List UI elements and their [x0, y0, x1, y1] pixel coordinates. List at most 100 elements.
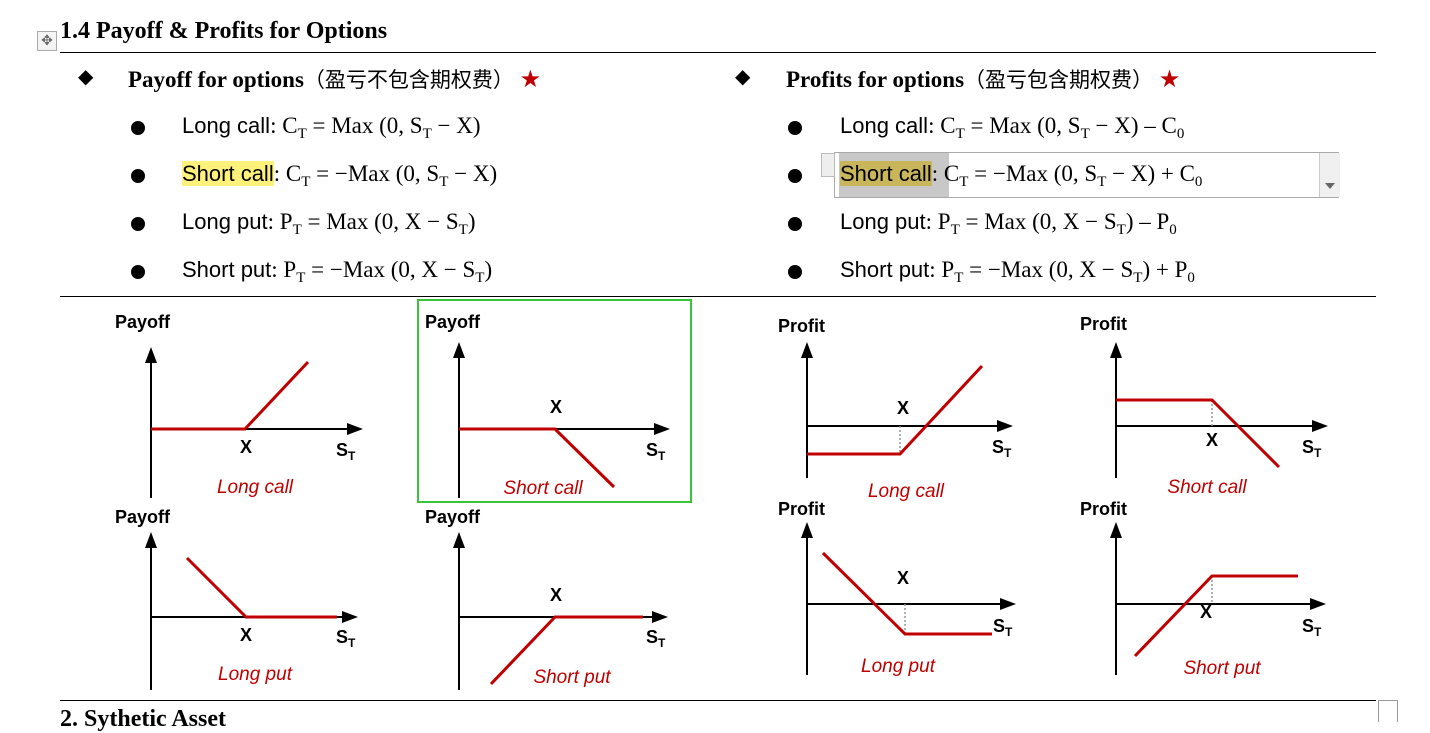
option-label: Long put	[840, 209, 926, 234]
strike-label: X	[1200, 602, 1212, 622]
option-label: Long put	[182, 209, 268, 234]
divider	[60, 296, 1376, 297]
payoff-title-cn: （盈亏不包含期权费）	[303, 68, 514, 92]
bullet-dot-icon	[788, 121, 802, 135]
st-label: ST	[646, 627, 666, 650]
strike-label: X	[240, 437, 252, 457]
star-icon: ★	[519, 65, 542, 93]
right-formula-item: Short call: CT = −Max (0, ST − X) + C0	[840, 161, 1203, 190]
right-formula-item: Long put: PT = Max (0, X − ST) – P0	[840, 209, 1177, 238]
option-label: Long call	[182, 113, 271, 138]
diamond-bullet-icon: ◆	[78, 64, 94, 88]
heading-rule	[60, 52, 1376, 53]
y-axis-title: Payoff	[115, 507, 171, 527]
option-label: Short put	[840, 257, 930, 282]
payoff-line	[185, 556, 337, 619]
formula: : CT = −Max (0, ST − X) + C0	[931, 161, 1203, 190]
left-formula-item: Short call: CT = −Max (0, ST − X)	[182, 161, 498, 190]
bullet-dot-icon	[131, 265, 145, 279]
formula: : PT = Max (0, X − ST)	[267, 209, 476, 238]
formula: : CT = Max (0, ST − X)	[270, 113, 481, 142]
page-corner	[1378, 700, 1398, 722]
left-formula-item: Long call: CT = Max (0, ST − X)	[182, 113, 481, 142]
payoff-line	[807, 364, 984, 456]
strike-label: X	[550, 585, 562, 605]
diagram-caption: Short call	[503, 478, 583, 499]
st-label: ST	[993, 616, 1013, 639]
bullet-dot-icon	[788, 265, 802, 279]
option-label: Short put	[182, 257, 272, 282]
payoff-line	[821, 551, 992, 636]
option-label: Long call	[840, 113, 929, 138]
next-section-heading: 2. Sythetic Asset	[60, 706, 226, 732]
st-label: ST	[336, 627, 356, 650]
payoff-line	[489, 615, 643, 686]
bullet-dot-icon	[131, 121, 145, 135]
bullet-dot-icon	[788, 169, 802, 183]
left-formula-item: Long put: PT = Max (0, X − ST)	[182, 209, 476, 238]
payoff-section-title: Payoff for options（盈亏不包含期权费） ★	[128, 64, 541, 94]
right-formula-item: Short put: PT = −Max (0, X − ST) + P0	[840, 257, 1195, 286]
y-axis-title: Payoff	[425, 507, 481, 527]
star-icon: ★	[1158, 65, 1181, 93]
formula: : PT = Max (0, X − ST) – P0	[925, 209, 1177, 238]
payoff-title-text: Payoff for options	[128, 67, 304, 92]
strike-label: X	[550, 397, 562, 417]
option-label: Short call	[182, 161, 274, 186]
y-axis-title: Profit	[778, 316, 825, 336]
bottom-rule	[60, 700, 1376, 701]
payoff-line	[151, 360, 310, 431]
strike-label: X	[897, 398, 909, 418]
diagram-caption: Short call	[1167, 477, 1247, 498]
bullet-dot-icon	[788, 217, 802, 231]
content-control-dropdown-icon[interactable]	[1319, 153, 1340, 197]
st-label: ST	[992, 437, 1012, 460]
bullet-dot-icon	[131, 217, 145, 231]
diagram-caption: Short put	[533, 667, 611, 688]
y-axis-title: Profit	[778, 499, 825, 519]
content-control-grip-icon[interactable]	[821, 153, 835, 177]
y-axis-title: Payoff	[115, 312, 171, 332]
formula: : CT = −Max (0, ST − X)	[273, 161, 498, 190]
y-axis-title: Profit	[1080, 499, 1127, 519]
y-axis-title: Payoff	[425, 312, 481, 332]
payoff-line	[1133, 574, 1298, 658]
table-move-handle-icon[interactable]: ✥	[37, 31, 57, 51]
diagram-caption: Short put	[1183, 658, 1261, 679]
diamond-bullet-icon: ◆	[735, 64, 751, 88]
selected-chart-frame[interactable]	[417, 299, 692, 503]
diagram-caption: Long put	[218, 664, 293, 685]
bullet-dot-icon	[131, 169, 145, 183]
strike-label: X	[1206, 430, 1218, 450]
st-label: ST	[336, 440, 356, 463]
profit-title-cn: （盈亏包含期权费）	[964, 68, 1154, 92]
profit-title-text: Profits for options	[786, 67, 965, 92]
diagram-caption: Long call	[868, 481, 945, 502]
option-label: Short call	[840, 161, 932, 186]
right-formula-item: Long call: CT = Max (0, ST − X) – C0	[840, 113, 1185, 142]
st-label: ST	[646, 440, 666, 463]
formula: : PT = −Max (0, X − ST) + P0	[929, 257, 1195, 286]
st-label: ST	[1302, 616, 1322, 639]
payoff-line	[1116, 398, 1281, 469]
profit-section-title: Profits for options（盈亏包含期权费） ★	[786, 64, 1180, 94]
diagram-caption: Long put	[861, 656, 936, 677]
formula: : PT = −Max (0, X − ST)	[271, 257, 493, 286]
diagram-caption: Long call	[217, 477, 294, 498]
left-formula-item: Short put: PT = −Max (0, X − ST)	[182, 257, 493, 286]
st-label: ST	[1302, 437, 1322, 460]
payoff-line	[459, 427, 616, 489]
strike-label: X	[897, 568, 909, 588]
section-heading: 1.4 Payoff & Profits for Options	[60, 18, 388, 44]
strike-label: X	[240, 625, 252, 645]
formula: : CT = Max (0, ST − X) – C0	[928, 113, 1185, 142]
